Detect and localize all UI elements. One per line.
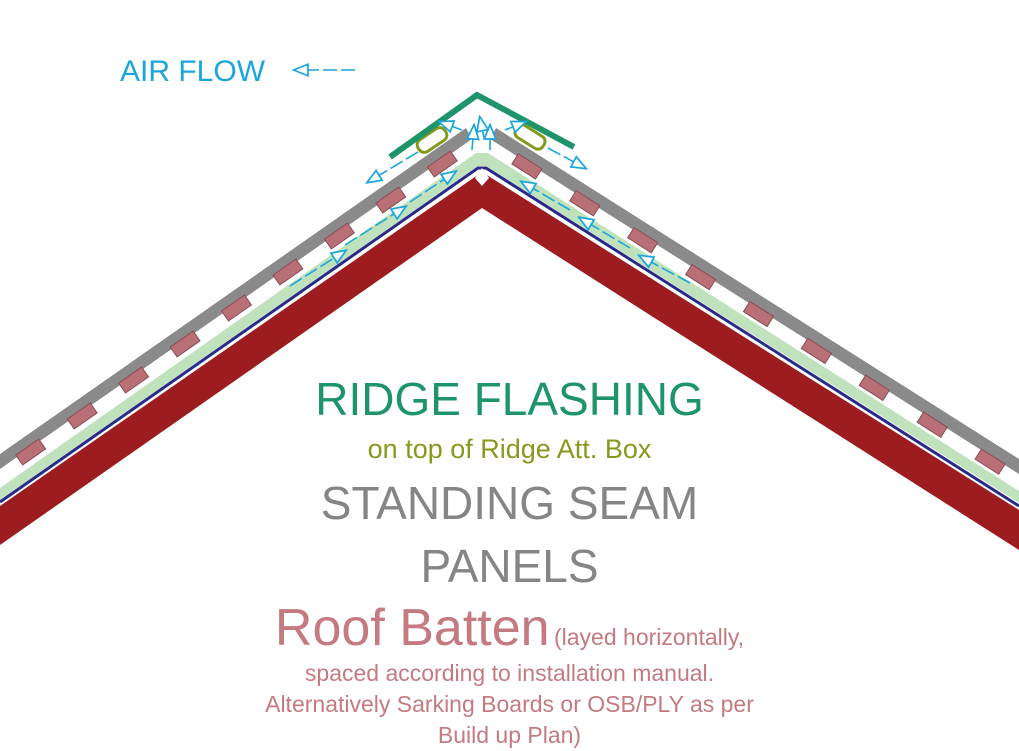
panel-left (0, 128, 472, 469)
batten (511, 153, 543, 180)
ridge-flashing-label: RIDGE FLASHING (315, 373, 704, 425)
airflow-arrow (368, 151, 419, 182)
airflow-arrow (640, 256, 691, 284)
panel-right (490, 128, 1019, 474)
batten (220, 294, 253, 322)
panels-label-line2: PANELS (420, 540, 599, 592)
batten (426, 150, 458, 178)
batten (974, 448, 1006, 475)
airflow-arrow (409, 172, 455, 203)
batten (375, 186, 407, 214)
airflow-arrow (472, 126, 474, 151)
roof-batten-note: spaced according to installation manual. (304, 660, 715, 686)
airflow-arrow (504, 122, 525, 130)
roof-batten-note: Build up Plan) (437, 722, 582, 748)
airflow-label: AIR FLOW (120, 55, 266, 88)
airflow-arrow (440, 122, 463, 130)
airflow-arrow (522, 182, 571, 211)
batten (569, 190, 601, 217)
roof-batten-note: Alternatively Sarking Boards or OSB/PLY … (265, 691, 754, 717)
batten (742, 300, 775, 328)
batten (117, 366, 150, 394)
airflow-arrow (580, 218, 631, 249)
batten (626, 226, 659, 254)
roof-battens (15, 150, 1006, 475)
batten (800, 337, 833, 365)
panels-label-line1: STANDING SEAM (320, 477, 699, 529)
batten (15, 438, 47, 466)
roof-batten-title: Roof Batten (274, 599, 550, 657)
ridge-flashing-sublabel: on top of Ridge Att. Box (367, 434, 652, 464)
airflow-arrow (289, 251, 345, 287)
ridge-flashing (388, 91, 576, 160)
apex-notch (475, 168, 489, 186)
batten (916, 411, 948, 438)
batten (323, 222, 356, 250)
standing-seam-panels (0, 128, 1019, 474)
roof-batten-label-block: Roof Batten (layed horizontally, spaced … (0, 598, 1019, 751)
batten (684, 263, 717, 291)
airflow-arrow (344, 207, 405, 246)
batten (169, 330, 201, 358)
airflow-arrow (547, 147, 585, 168)
batten (66, 402, 98, 430)
batten (858, 374, 891, 402)
airflow-arrows (289, 70, 691, 287)
airflow-arrow (480, 118, 484, 139)
batten (272, 258, 304, 286)
roof-batten-note: (layed horizontally, (554, 624, 745, 650)
